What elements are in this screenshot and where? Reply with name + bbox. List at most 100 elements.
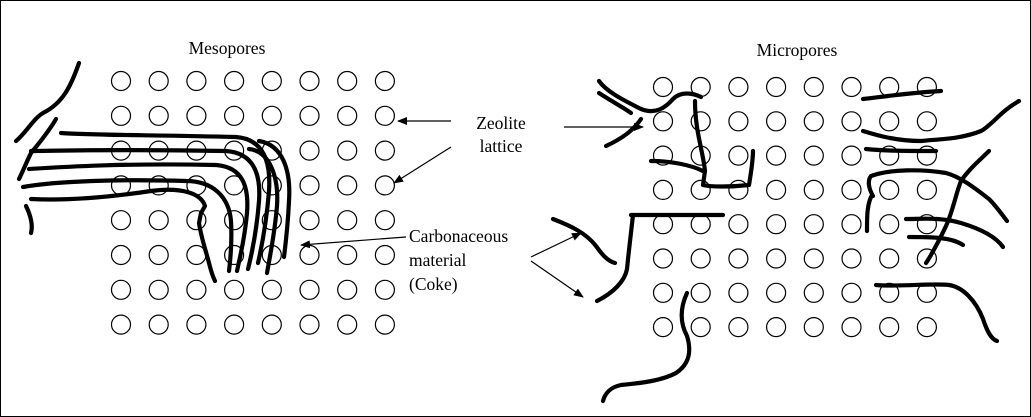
pore-circle bbox=[880, 215, 899, 234]
pore-circle bbox=[654, 283, 673, 302]
pore-circle bbox=[842, 283, 861, 302]
pore-circle bbox=[338, 106, 357, 125]
pore-circle bbox=[225, 315, 244, 334]
pore-circle bbox=[842, 318, 861, 337]
pore-circle bbox=[917, 112, 936, 131]
pore-circle bbox=[225, 106, 244, 125]
pore-circle bbox=[804, 215, 823, 234]
pore-circle bbox=[187, 106, 206, 125]
pore-circle bbox=[654, 180, 673, 199]
carbonaceous-label-line1: Carbonaceous bbox=[409, 226, 508, 246]
pore-circle bbox=[691, 180, 710, 199]
pore-circle bbox=[917, 318, 936, 337]
pore-circle bbox=[654, 112, 673, 131]
coke-arrow-right-bottom bbox=[531, 261, 583, 297]
pore-circle bbox=[729, 180, 748, 199]
zeolite-label-line2: lattice bbox=[480, 136, 523, 156]
pore-circle bbox=[300, 72, 319, 91]
pore-circle bbox=[225, 211, 244, 230]
pore-circle bbox=[804, 249, 823, 268]
mesopore-lattice bbox=[112, 72, 395, 335]
pore-circle bbox=[767, 215, 786, 234]
pore-circle bbox=[262, 280, 281, 299]
pore-circle bbox=[691, 215, 710, 234]
micro-coke-strand bbox=[866, 149, 936, 151]
meso-coke-strand bbox=[26, 206, 32, 233]
pore-circle bbox=[767, 283, 786, 302]
pore-circle bbox=[375, 106, 394, 125]
pore-circle bbox=[338, 315, 357, 334]
zeolite-label-line1: Zeolite bbox=[476, 113, 526, 133]
pore-circle bbox=[375, 141, 394, 160]
pore-circle bbox=[112, 72, 131, 91]
pore-circle bbox=[149, 106, 168, 125]
pore-circle bbox=[729, 146, 748, 165]
micro-coke-strand bbox=[867, 197, 871, 231]
pore-circle bbox=[187, 280, 206, 299]
pore-circle bbox=[842, 112, 861, 131]
pore-circle bbox=[300, 106, 319, 125]
pore-circle bbox=[767, 146, 786, 165]
pore-circle bbox=[804, 283, 823, 302]
pore-circle bbox=[842, 180, 861, 199]
pore-circle bbox=[112, 211, 131, 230]
micro-coke-strand bbox=[599, 81, 701, 111]
carbonaceous-label-line2: material bbox=[409, 250, 466, 270]
pore-circle bbox=[375, 72, 394, 91]
pore-circle bbox=[300, 176, 319, 195]
pore-circle bbox=[880, 112, 899, 131]
pore-circle bbox=[262, 106, 281, 125]
pore-circle bbox=[729, 112, 748, 131]
micropore-coke-strands bbox=[553, 81, 1019, 401]
pore-circle bbox=[262, 315, 281, 334]
pore-circle bbox=[729, 215, 748, 234]
pore-circle bbox=[149, 315, 168, 334]
micropores-label: Micropores bbox=[757, 40, 838, 60]
pore-circle bbox=[654, 215, 673, 234]
pore-circle bbox=[338, 246, 357, 265]
pore-circle bbox=[338, 211, 357, 230]
pore-circle bbox=[880, 180, 899, 199]
pore-circle bbox=[729, 318, 748, 337]
pore-circle bbox=[149, 246, 168, 265]
pore-circle bbox=[767, 112, 786, 131]
pore-circle bbox=[804, 180, 823, 199]
carbonaceous-label-line3: (Coke) bbox=[409, 274, 458, 294]
pore-circle bbox=[300, 211, 319, 230]
pore-circle bbox=[375, 315, 394, 334]
micro-coke-strand bbox=[597, 215, 633, 301]
pore-circle bbox=[654, 249, 673, 268]
pore-circle bbox=[729, 249, 748, 268]
pore-circle bbox=[112, 280, 131, 299]
micro-coke-strand bbox=[926, 151, 989, 263]
pore-circle bbox=[112, 246, 131, 265]
pore-circle bbox=[187, 315, 206, 334]
pore-circle bbox=[375, 211, 394, 230]
pore-circle bbox=[729, 78, 748, 97]
zeolite-arrow-left-bottom bbox=[394, 147, 451, 183]
pore-circle bbox=[767, 318, 786, 337]
pore-circle bbox=[149, 72, 168, 91]
pore-circle bbox=[842, 78, 861, 97]
micro-coke-strand bbox=[603, 293, 689, 401]
pore-circle bbox=[880, 249, 899, 268]
pore-circle bbox=[654, 78, 673, 97]
pore-circle bbox=[225, 72, 244, 91]
pore-circle bbox=[300, 315, 319, 334]
micro-coke-strand bbox=[606, 119, 641, 146]
pore-circle bbox=[691, 249, 710, 268]
pore-circle bbox=[691, 283, 710, 302]
pore-circle bbox=[767, 249, 786, 268]
pore-circle bbox=[842, 249, 861, 268]
pore-circle bbox=[300, 246, 319, 265]
pore-circle bbox=[149, 280, 168, 299]
pore-circle bbox=[767, 180, 786, 199]
pore-circle bbox=[880, 318, 899, 337]
pore-circle bbox=[804, 318, 823, 337]
meso-coke-strand bbox=[31, 190, 215, 281]
pore-circle bbox=[842, 146, 861, 165]
pore-circle bbox=[187, 72, 206, 91]
pore-circle bbox=[112, 106, 131, 125]
